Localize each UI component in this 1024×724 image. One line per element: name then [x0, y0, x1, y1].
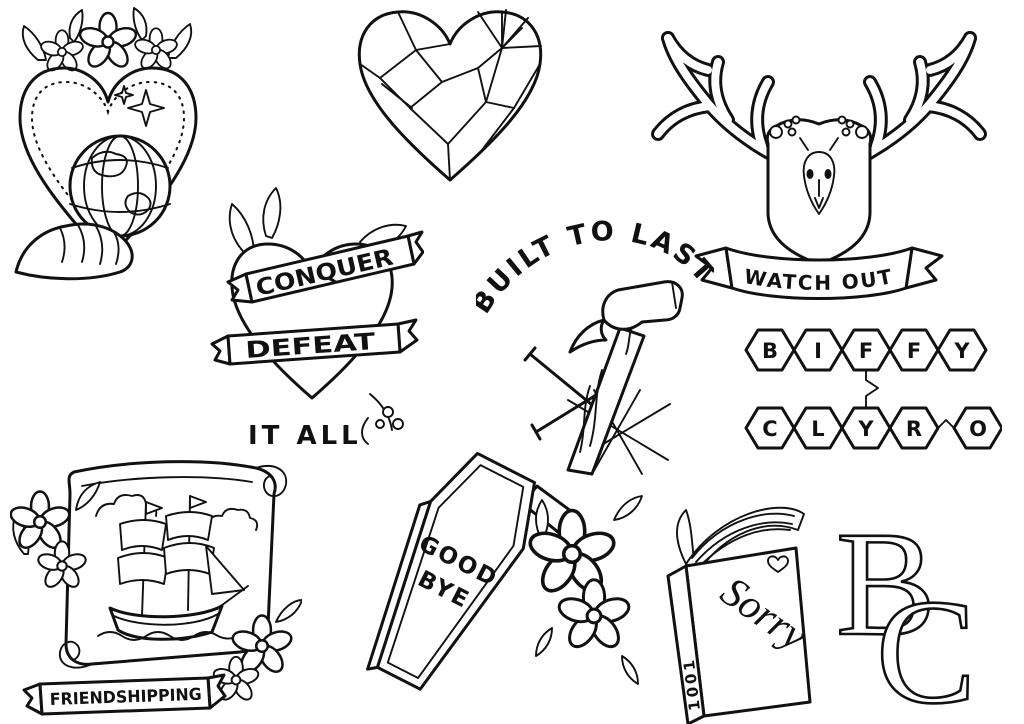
hexagon-letter: O	[969, 417, 987, 441]
hexagon-letter: F	[907, 339, 921, 363]
hexagon-letter: Y	[857, 417, 874, 441]
page-fan-icon	[676, 506, 805, 573]
hexagon	[952, 406, 1002, 450]
caption-text: IT ALL	[248, 421, 362, 451]
banner-ribbon: FRIENDSHIPPING	[22, 673, 227, 716]
hexagon	[936, 328, 988, 372]
berry-branch-icon	[361, 393, 404, 445]
book-body: 1001 Sorry	[666, 546, 815, 724]
berry-cluster-icon	[783, 115, 855, 137]
heart-hands-globe-design	[14, 7, 198, 281]
monogram-letter-b: B	[836, 512, 936, 667]
flower-cluster-top-left	[10, 481, 101, 592]
bc-monogram-design: B C	[835, 512, 978, 708]
hexagon	[888, 406, 940, 450]
heart-icon	[767, 555, 789, 573]
hexagon-letter: R	[906, 417, 922, 441]
coffin-icon: GOOD BYE	[366, 451, 578, 691]
coffin-design: GOOD BYE	[366, 451, 643, 691]
ship-scroll-design: FRIENDSHIPPING	[10, 460, 302, 716]
sorry-book-design: 1001 Sorry	[666, 506, 815, 724]
antler-mount-design: WATCH OUT	[620, 22, 1018, 300]
crystal-heart-design	[357, 9, 543, 182]
globe-icon	[68, 134, 172, 238]
deer-skull-icon	[799, 137, 839, 215]
flower-icon	[554, 578, 634, 654]
bond-line	[937, 419, 955, 429]
hammer-icon	[566, 280, 684, 476]
facet-lines	[359, 9, 542, 181]
flower-cluster	[524, 495, 643, 685]
bond-line	[865, 369, 879, 409]
hexagon-row-1: B I F F Y	[744, 328, 988, 372]
hands-icon	[14, 222, 134, 281]
conquer-defeat-design: CONQUER DEFEAT IT ALL	[210, 187, 424, 451]
monogram-letter-c: C	[876, 569, 976, 708]
book-spine	[666, 564, 706, 724]
hammer-design: BUILT TO LAST	[476, 216, 714, 476]
hexagon-letter: B	[762, 339, 778, 363]
hammer-head	[568, 318, 608, 354]
hammer-head	[601, 280, 684, 331]
banner-defeat: DEFEAT	[210, 318, 419, 366]
flower-icon	[76, 11, 140, 72]
biffy-clyro-design: B I F F Y C L Y R O	[744, 328, 1002, 450]
flower-crown	[21, 7, 193, 75]
banner-ribbon: WATCH OUT	[694, 246, 944, 300]
hexagon-row-2: C L Y R O	[744, 406, 1002, 450]
hexagon-letter: L	[811, 417, 824, 441]
hexagon-letter: F	[859, 339, 873, 363]
hexagon-letter: I	[814, 339, 822, 363]
hammer-handle	[566, 326, 646, 476]
flower-cluster-bottom-right	[210, 599, 302, 704]
ship-icon	[97, 495, 249, 641]
sparkle-icon	[114, 85, 165, 127]
hexagon-letter: C	[762, 417, 777, 441]
hexagon-letter: Y	[953, 339, 970, 363]
